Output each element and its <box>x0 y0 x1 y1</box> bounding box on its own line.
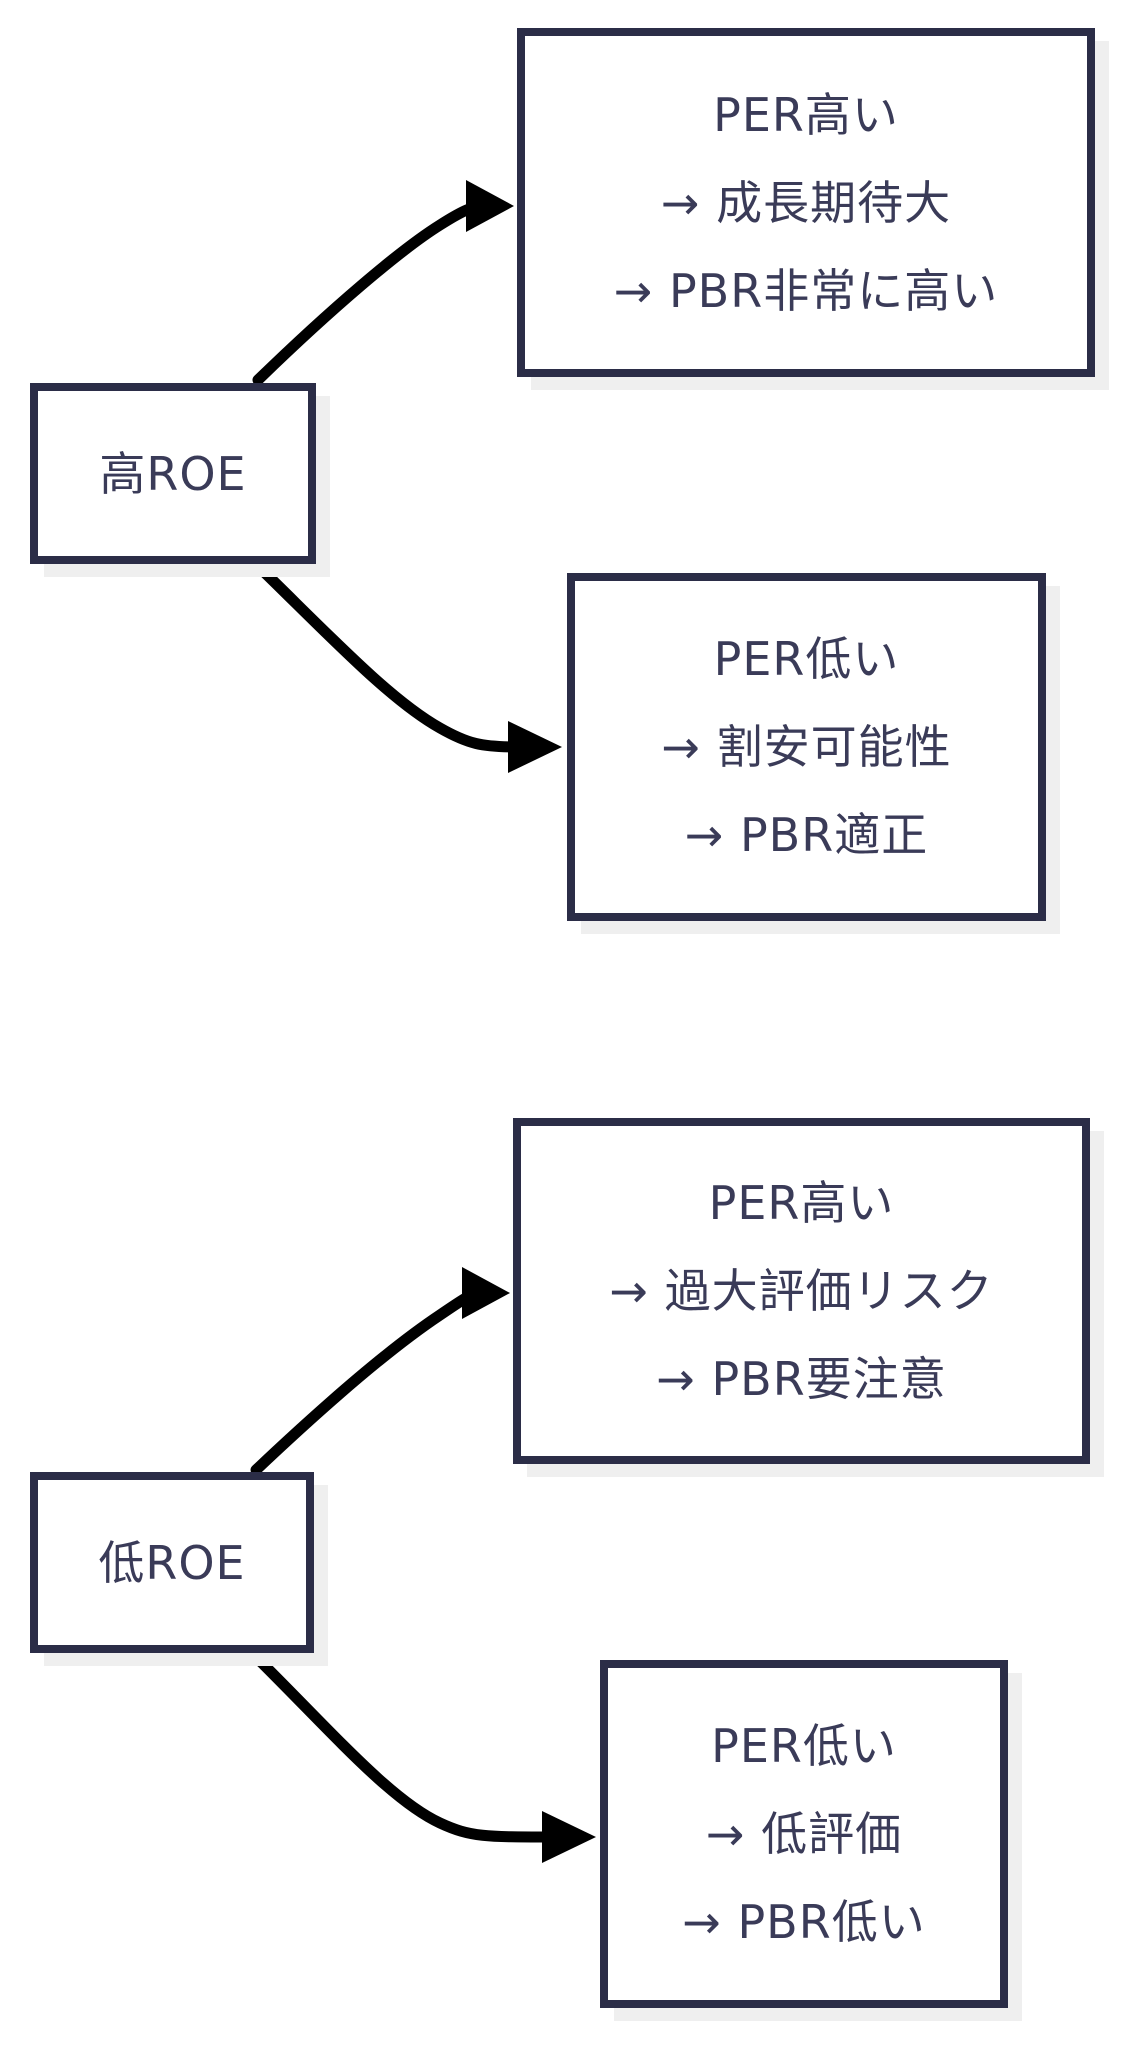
node-line: → 割安可能性 <box>661 720 952 774</box>
node-line: → PBR低い <box>682 1895 926 1949</box>
node-line: → PBR非常に高い <box>613 263 999 318</box>
arrow-high-roe-to-per-high <box>252 180 514 386</box>
node-label: 高ROE <box>99 446 247 501</box>
node-line: → 低評価 <box>705 1807 903 1861</box>
node-label: 低ROE <box>98 1535 246 1590</box>
node-line: PER低い <box>713 632 900 686</box>
node-line: → PBR要注意 <box>656 1352 947 1406</box>
node-line: PER低い <box>711 1719 897 1773</box>
node-line: PER高い <box>708 1176 895 1230</box>
node-line: → 過大評価リスク <box>609 1264 994 1318</box>
arrow-low-roe-to-per-high <box>250 1267 510 1476</box>
node-line: PER高い <box>713 87 899 142</box>
node-low-roe-per-high: PER高い → 過大評価リスク → PBR要注意 <box>513 1118 1090 1464</box>
arrow-high-roe-to-per-low <box>252 560 562 773</box>
arrow-low-roe-to-per-low <box>248 1649 596 1863</box>
node-high-roe-per-low: PER低い → 割安可能性 → PBR適正 <box>567 573 1046 921</box>
node-line: → PBR適正 <box>684 808 929 862</box>
node-low-roe-per-low: PER低い → 低評価 → PBR低い <box>600 1660 1008 2008</box>
node-line: → 成長期待大 <box>660 175 952 230</box>
node-high-roe: 高ROE <box>30 383 316 564</box>
node-high-roe-per-high: PER高い → 成長期待大 → PBR非常に高い <box>517 28 1095 377</box>
node-low-roe: 低ROE <box>30 1472 314 1653</box>
